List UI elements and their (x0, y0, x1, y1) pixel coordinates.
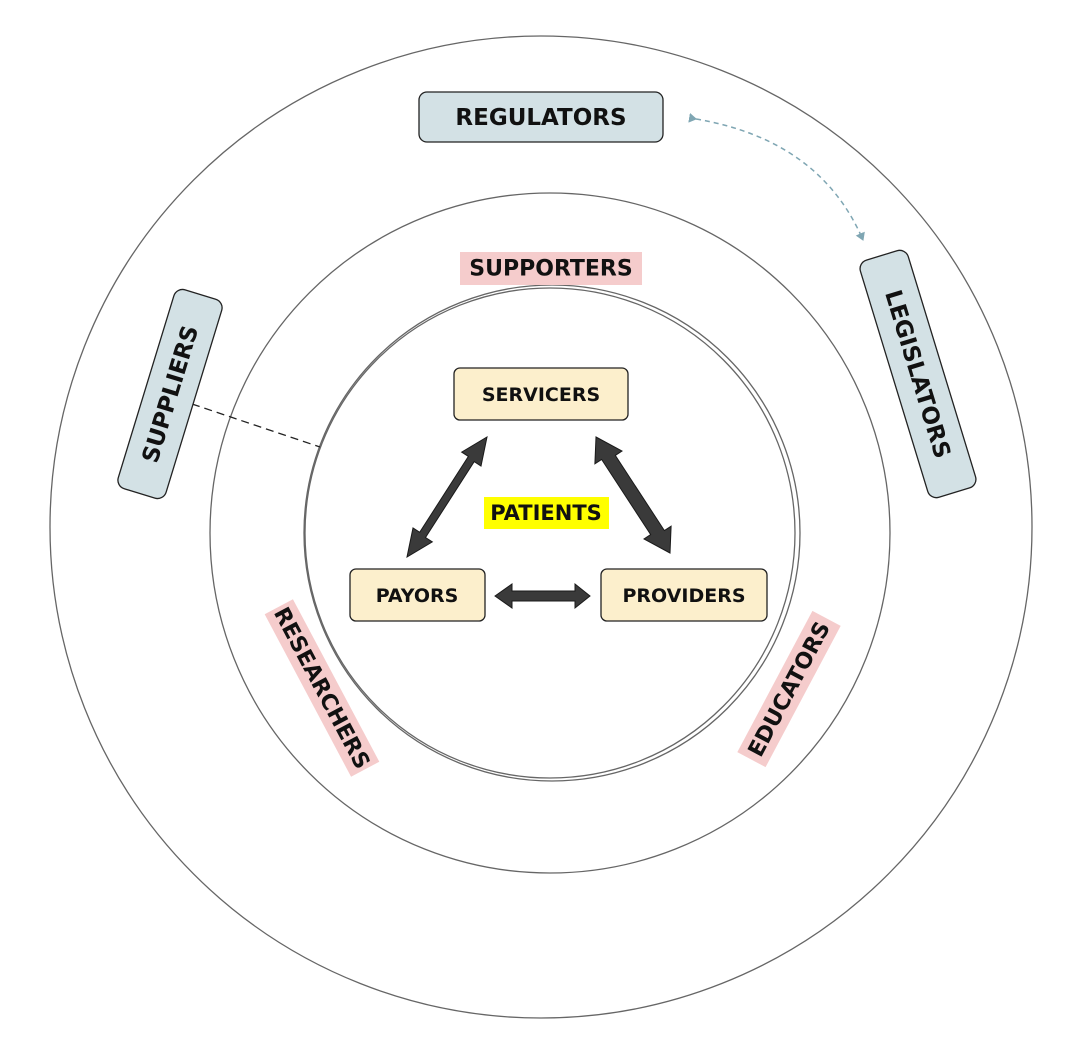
payors-label: PAYORS (376, 585, 459, 607)
inner-ring (304, 287, 796, 779)
regulators-label: REGULATORS (455, 105, 626, 131)
suppliers-connector (191, 403, 321, 448)
suppliers-node: SUPPLIERS (117, 288, 223, 500)
servicers-payors-arrow (406, 435, 488, 559)
servicers-providers-arrow (594, 436, 672, 554)
educators-label: EDUCATORS (744, 618, 836, 761)
providers-label: PROVIDERS (622, 585, 745, 607)
payors-node: PAYORS (349, 568, 486, 622)
supporters-node: SUPPORTERS (460, 252, 642, 285)
legislators-node: LEGISLATORS (859, 249, 977, 499)
inner-ring-echo (303, 284, 801, 782)
payors-providers-arrow (494, 582, 591, 610)
regulators-legislators-arrow (688, 112, 865, 241)
patients-node: PATIENTS (484, 497, 609, 529)
servicers-node: SERVICERS (453, 367, 629, 421)
educators-node: EDUCATORS (737, 610, 841, 768)
middle-ring (209, 192, 891, 874)
providers-node: PROVIDERS (600, 568, 768, 622)
outer-ring (49, 35, 1033, 1019)
patients-label: PATIENTS (490, 501, 602, 525)
regulators-node: REGULATORS (418, 91, 664, 143)
supporters-label: SUPPORTERS (469, 257, 632, 282)
servicers-label: SERVICERS (482, 384, 600, 406)
